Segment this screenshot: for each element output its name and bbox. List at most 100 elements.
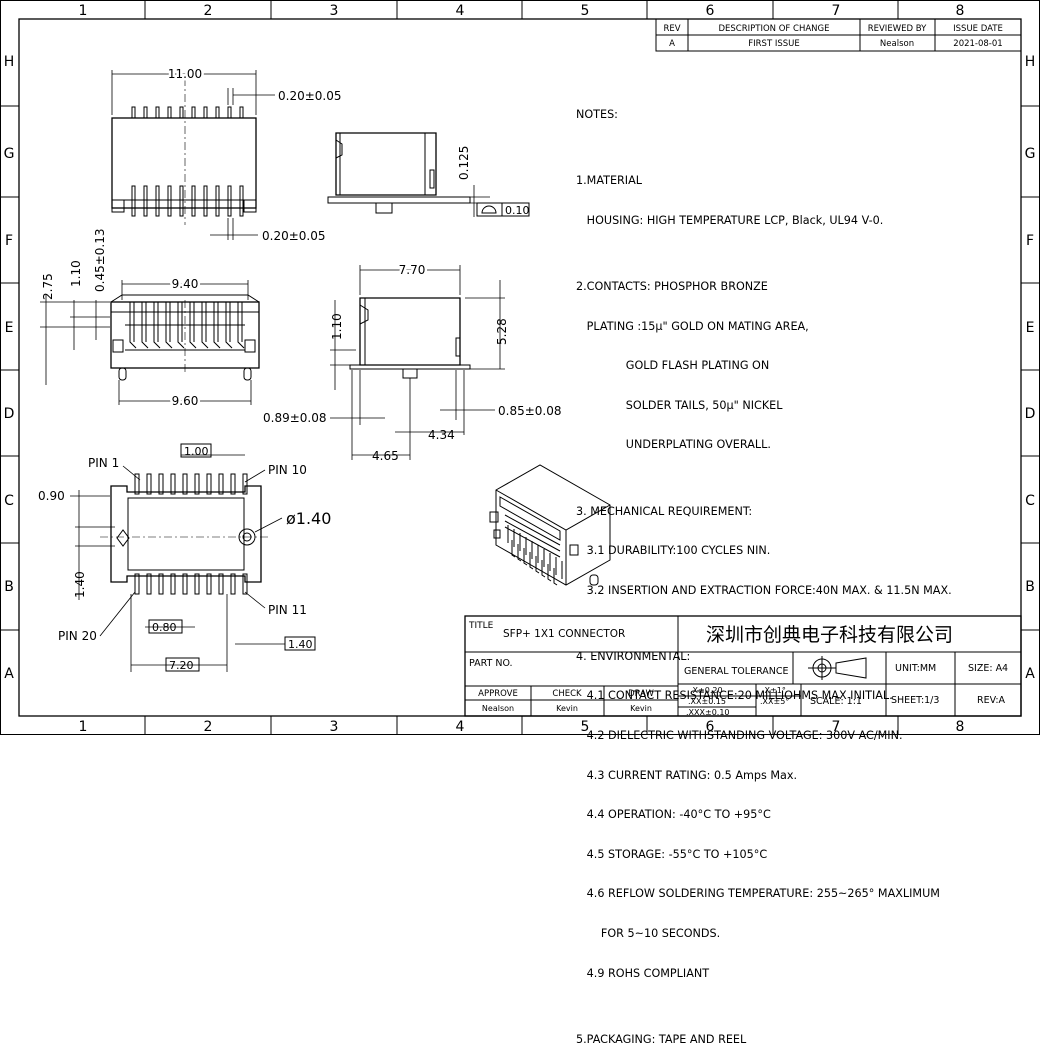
row-label: A — [4, 666, 14, 682]
dim-fp-left: 0.90 — [38, 489, 65, 503]
pin10-label: PIN 10 — [268, 463, 307, 477]
tol-x: .X±0.20 — [690, 686, 723, 695]
col-label: 5 — [581, 719, 590, 735]
tol-xx: .XX±0.15 — [688, 697, 726, 706]
description-header: DESCRIPTION OF CHANGE — [719, 24, 830, 34]
part-no-label: PART NO. — [469, 658, 513, 669]
size: SIZE: A4 — [968, 663, 1008, 674]
dim-side2-d1: 0.89±0.08 — [263, 411, 327, 425]
note-line: UNDERPLATING OVERALL. — [576, 438, 771, 452]
dim-front-h2: 1.10 — [69, 260, 83, 287]
dim-fp-height: 1.40 — [73, 571, 87, 598]
rev-header: REV — [663, 24, 680, 34]
tol-angle-2: .XX±5° — [760, 697, 789, 706]
row-label: C — [1025, 493, 1035, 509]
check-label: CHECK — [552, 689, 582, 699]
col-label: 6 — [706, 3, 715, 19]
col-label: 3 — [330, 719, 339, 735]
col-label: 7 — [832, 719, 841, 735]
dim-fp-b3: 7.20 — [169, 659, 194, 672]
note-line: SOLDER TAILS, 50μ" NICKEL — [576, 398, 783, 412]
pin11-label: PIN 11 — [268, 603, 307, 617]
dim-side2-h2: 5.28 — [495, 318, 509, 345]
note-line: 4.4 OPERATION: -40°C TO +95°C — [576, 808, 771, 822]
sheet: SHEET:1/3 — [891, 695, 939, 706]
dim-top-width: 11.00 — [168, 67, 202, 81]
row-label: F — [1026, 233, 1034, 249]
dim-side2-d2: 0.85±0.08 — [498, 404, 562, 418]
general-tolerance: GENERAL TOLERANCE — [684, 666, 789, 677]
title-label: TITLE — [468, 621, 494, 631]
side-view-2: 7.70 1.10 5.28 0.89±0.08 0.85±0.08 4.34 … — [263, 261, 562, 464]
dim-side2-width: 7.70 — [399, 263, 426, 277]
dim-fp-hole: ø1.40 — [286, 509, 331, 528]
col-label: 1 — [79, 719, 88, 735]
footprint-view: 1.00 0.90 ø1.40 1.40 7.20 0.80 1.40 PIN … — [38, 443, 331, 672]
dim-fp-b1: 0.80 — [152, 621, 177, 634]
col-label: 4 — [456, 3, 465, 19]
row-label: F — [5, 233, 13, 249]
note-line: 1.MATERIAL — [576, 174, 642, 188]
flatness-value: 0.10 — [505, 204, 530, 217]
date-value: 2021-08-01 — [953, 39, 1002, 49]
row-label: E — [1026, 320, 1035, 336]
note-line: 4. ENVIRONMENTAL: — [576, 649, 691, 663]
draw-label: DRAW — [628, 689, 654, 699]
note-line: 4.5 STORAGE: -55°C TO +105°C — [576, 847, 768, 861]
top-view: 11.00 0.20±0.05 0.20±0.05 — [111, 65, 342, 243]
unit: UNIT:MM — [895, 663, 936, 674]
row-label: G — [4, 146, 15, 162]
row-label: C — [4, 493, 14, 509]
dim-fp-b2: 1.40 — [288, 638, 313, 651]
note-line: NOTES: — [576, 108, 618, 122]
col-label: 6 — [706, 719, 715, 735]
dim-front-h1: 2.75 — [41, 273, 55, 300]
dim-front-h3: 0.45±0.13 — [93, 229, 107, 293]
col-label: 5 — [581, 3, 590, 19]
scale: SCALE: 1:1 — [810, 696, 862, 707]
date-header: ISSUE DATE — [953, 24, 1003, 34]
isometric-view — [489, 464, 611, 586]
company-name: 深圳市创典电子科技有限公司 — [706, 624, 953, 646]
dim-side2-d4: 4.65 — [372, 449, 399, 463]
note-line: 4.6 REFLOW SOLDERING TEMPERATURE: 255~26… — [576, 887, 940, 901]
note-line: 4.9 ROHS COMPLIANT — [576, 966, 710, 980]
draw-name: Kevin — [630, 704, 652, 713]
tol-angle-1: .X±1° — [762, 686, 786, 695]
note-line: FOR 5~10 SECONDS. — [576, 927, 721, 940]
row-label: D — [4, 406, 15, 422]
col-label: 3 — [330, 3, 339, 19]
revision: REV:A — [977, 695, 1006, 706]
tol-xxx: .XXX±0.10 — [686, 708, 730, 717]
col-label: 1 — [79, 3, 88, 19]
front-view: 9.40 9.60 2.75 1.10 0.45±0.13 — [40, 229, 260, 411]
row-label: E — [5, 320, 14, 336]
note-line: 3.2 INSERTION AND EXTRACTION FORCE:40N M… — [576, 583, 952, 597]
dim-side-height: 0.125 — [457, 146, 471, 180]
dim-side2-d3: 4.34 — [428, 428, 455, 442]
pin20-label: PIN 20 — [58, 629, 97, 643]
projection-symbol — [808, 656, 867, 680]
notes-block: NOTES: 1.MATERIAL HOUSING: HIGH TEMPERAT… — [576, 82, 952, 1059]
zone-ticks — [1, 1, 1039, 734]
dim-pin-width-bottom: 0.20±0.05 — [262, 229, 326, 243]
note-line: 4.3 CURRENT RATING: 0.5 Amps Max. — [576, 768, 798, 782]
dim-fp-pitch: 1.00 — [184, 445, 209, 458]
note-line: PLATING :15μ" GOLD ON MATING AREA, — [576, 319, 809, 333]
description-value: FIRST ISSUE — [748, 39, 799, 49]
drawing-sheet: 1 2 3 4 5 6 7 8 1 2 3 4 5 6 7 8 H G F E … — [0, 0, 1040, 735]
row-label: A — [1025, 666, 1035, 682]
note-line: GOLD FLASH PLATING ON — [576, 359, 770, 373]
note-line: HOUSING: HIGH TEMPERATURE LCP, Black, UL… — [576, 214, 884, 228]
check-name: Kevin — [556, 704, 578, 713]
note-line: 5.PACKAGING: TAPE AND REEL — [576, 1032, 747, 1046]
row-label: B — [4, 579, 14, 595]
row-label: H — [4, 54, 15, 70]
revision-table: REV DESCRIPTION OF CHANGE REVIEWED BY IS… — [655, 18, 1022, 52]
side-view: 0.125 0.10 — [327, 132, 530, 217]
reviewed-header: REVIEWED BY — [868, 24, 927, 34]
col-label: 2 — [204, 719, 213, 735]
col-label: 4 — [456, 719, 465, 735]
note-line: 3.1 DURABILITY:100 CYCLES NIN. — [576, 544, 771, 558]
row-label: B — [1025, 579, 1035, 595]
